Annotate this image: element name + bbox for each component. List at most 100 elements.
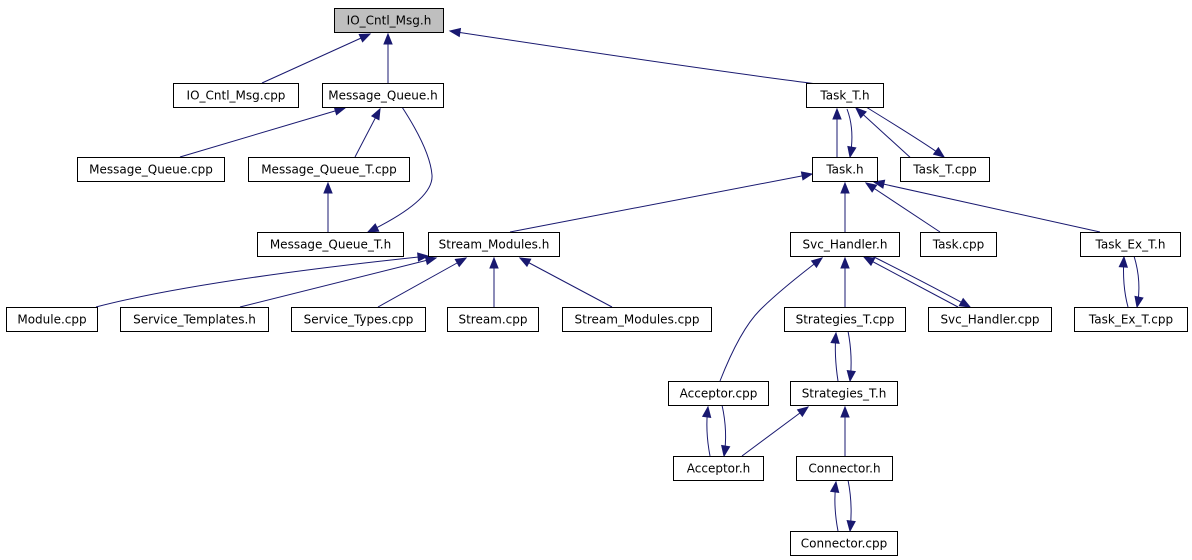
- edge-connector_cpp-to-connector_h: [829, 480, 840, 532]
- node-task-t-h[interactable]: Task_T.h: [806, 83, 884, 108]
- arrowhead-icon: [489, 256, 499, 269]
- node-message-queue-h[interactable]: Message_Queue.h: [322, 83, 444, 108]
- node-svc-handler-cpp[interactable]: Svc_Handler.cpp: [928, 307, 1052, 332]
- arrowhead-icon: [830, 331, 840, 344]
- arrowhead-icon: [864, 182, 878, 193]
- node-box: [447, 307, 539, 332]
- node-message-queue-t-cpp[interactable]: Message_Queue_T.cpp: [248, 157, 410, 182]
- edge-module_cpp-to-stream_modules_h: [95, 252, 430, 308]
- edge-io_cntl_msg_cpp-to-io_cntl_msg_h: [261, 33, 372, 84]
- node-connector-cpp[interactable]: Connector.cpp: [790, 531, 898, 556]
- edge-svc_handler_h-to-svc_handler_cpp: [871, 255, 972, 308]
- node-label: Task.h: [825, 163, 863, 177]
- node-box: [790, 381, 898, 406]
- node-connector-h[interactable]: Connector.h: [796, 456, 893, 481]
- node-task-h[interactable]: Task.h: [812, 157, 878, 182]
- edge-task_t_h-to-io_cntl_msg_h: [448, 27, 819, 85]
- node-label: Task_T.cpp: [912, 163, 976, 177]
- edge-connector_h-to-connector_cpp: [846, 479, 856, 533]
- node-message-queue-cpp[interactable]: Message_Queue.cpp: [77, 157, 225, 182]
- node-service-types-cpp[interactable]: Service_Types.cpp: [291, 307, 426, 332]
- node-label: Task.cpp: [932, 238, 985, 252]
- edge-connector_h-to-strategies_t_h: [840, 405, 850, 456]
- node-stream-modules-h[interactable]: Stream_Modules.h: [428, 232, 560, 257]
- node-label: Message_Queue.cpp: [89, 163, 213, 177]
- node-label: Svc_Handler.h: [803, 238, 888, 252]
- arrowhead-icon: [383, 32, 393, 45]
- arrowhead-icon: [358, 33, 372, 43]
- node-label: Service_Templates.h: [133, 313, 256, 327]
- node-box: [1080, 232, 1181, 257]
- node-box: [248, 157, 410, 182]
- edge-line: [865, 182, 941, 233]
- edge-service_templates_h-to-stream_modules_h: [239, 255, 438, 308]
- node-box: [784, 307, 906, 332]
- node-box: [291, 307, 426, 332]
- arrowhead-icon: [323, 181, 333, 194]
- node-io-cntl-msg-h[interactable]: IO_Cntl_Msg.h: [334, 8, 444, 33]
- edge-strategies_t_cpp-to-svc_handler_h: [840, 256, 850, 307]
- node-strategies-t-cpp[interactable]: Strategies_T.cpp: [784, 307, 906, 332]
- node-label: Module.cpp: [17, 313, 86, 327]
- edge-line: [741, 406, 809, 457]
- node-box: [334, 8, 444, 33]
- edge-stream_modules_h-to-task_h: [509, 171, 814, 233]
- arrowhead-icon: [810, 257, 824, 269]
- node-svc-handler-h[interactable]: Svc_Handler.h: [790, 232, 900, 257]
- arrowhead-icon: [846, 369, 857, 383]
- node-strategies-t-h[interactable]: Strategies_T.h: [790, 381, 898, 406]
- edge-task_h-to-task_t_h: [832, 107, 842, 157]
- edge-line: [367, 106, 433, 233]
- node-box: [428, 232, 560, 257]
- node-task-ex-t-cpp[interactable]: Task_Ex_T.cpp: [1074, 307, 1188, 332]
- arrowhead-icon: [932, 146, 946, 158]
- edge-svc_handler_h-to-task_h: [840, 181, 850, 232]
- edge-line: [261, 33, 371, 84]
- node-label: Acceptor.h: [687, 462, 751, 476]
- node-box: [120, 307, 269, 332]
- edge-acceptor_cpp-to-acceptor_h: [721, 404, 731, 458]
- arrowhead-icon: [862, 256, 876, 267]
- arrowhead-icon: [872, 179, 886, 189]
- node-label: IO_Cntl_Msg.h: [347, 14, 432, 28]
- edge-task_t_h-to-task_h: [846, 108, 857, 159]
- edge-task_ex_t_cpp-to-task_ex_t_h: [1118, 255, 1129, 308]
- edge-stream_modules_cpp-to-stream_modules_h: [518, 257, 613, 308]
- node-box: [673, 456, 764, 481]
- node-acceptor-cpp[interactable]: Acceptor.cpp: [668, 381, 769, 406]
- edge-stream_cpp-to-stream_modules_h: [489, 256, 499, 307]
- arrowhead-icon: [333, 106, 347, 116]
- node-box: [173, 83, 299, 108]
- edge-acceptor_cpp-to-svc_handler_h: [719, 257, 824, 382]
- edge-message_queue_cpp-to-message_queue_h: [179, 106, 347, 158]
- node-label: Task_Ex_T.cpp: [1088, 313, 1173, 327]
- node-box: [796, 456, 893, 481]
- node-stream-modules-cpp[interactable]: Stream_Modules.cpp: [562, 307, 712, 332]
- node-service-templates-h[interactable]: Service_Templates.h: [120, 307, 269, 332]
- node-label: Service_Types.cpp: [304, 313, 414, 327]
- node-box: [790, 232, 900, 257]
- edge-line: [865, 106, 945, 158]
- edge-line: [179, 107, 346, 158]
- edge-acceptor_h-to-acceptor_cpp: [701, 405, 712, 457]
- node-acceptor-h[interactable]: Acceptor.h: [673, 456, 764, 481]
- edge-line: [719, 257, 823, 382]
- edge-line: [509, 173, 813, 233]
- node-module-cpp[interactable]: Module.cpp: [6, 307, 98, 332]
- arrowhead-icon: [518, 257, 532, 268]
- node-box: [920, 232, 997, 257]
- node-task-ex-t-h[interactable]: Task_Ex_T.h: [1080, 232, 1181, 257]
- node-io-cntl-msg-cpp[interactable]: IO_Cntl_Msg.cpp: [173, 83, 299, 108]
- arrowhead-icon: [1118, 255, 1128, 268]
- node-message-queue-t-h[interactable]: Message_Queue_T.h: [257, 232, 404, 257]
- node-label: Connector.cpp: [801, 537, 887, 551]
- edge-line: [95, 255, 429, 308]
- node-stream-cpp[interactable]: Stream.cpp: [447, 307, 539, 332]
- node-box: [322, 83, 444, 108]
- node-label: Message_Queue_T.h: [270, 238, 391, 252]
- edges-layer: [95, 27, 1144, 533]
- node-task-t-cpp[interactable]: Task_T.cpp: [900, 157, 990, 182]
- arrowhead-icon: [846, 520, 856, 533]
- node-task-cpp[interactable]: Task.cpp: [920, 232, 997, 257]
